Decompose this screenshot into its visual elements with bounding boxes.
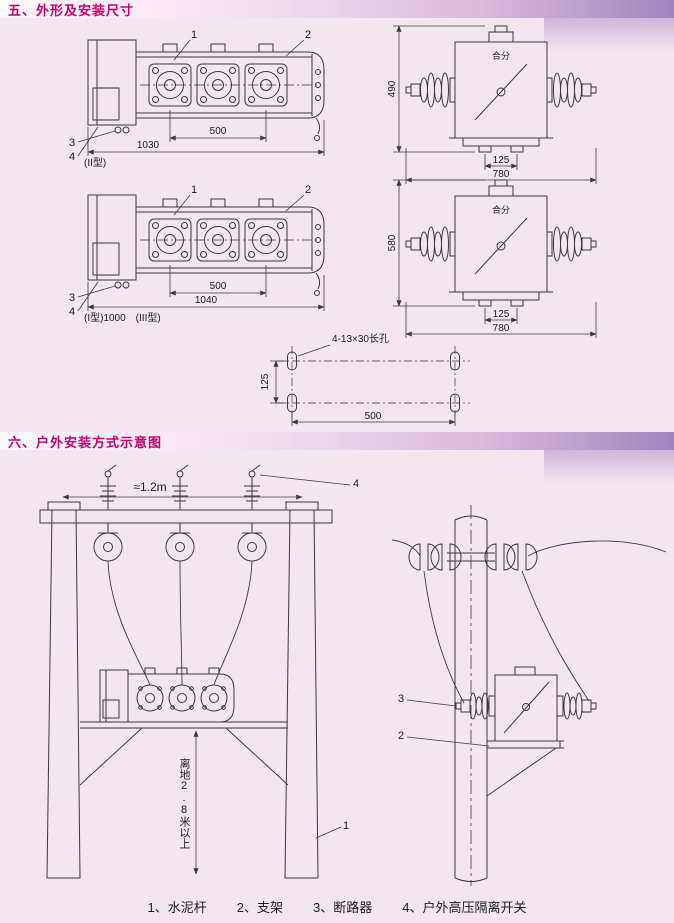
- callout-1-label: 1: [191, 184, 197, 196]
- support-bracket: [486, 740, 564, 797]
- callout-2-label: 2: [305, 184, 311, 196]
- callout-3-label: 3: [398, 693, 404, 705]
- dim-580-label: 580: [387, 234, 398, 251]
- install-drawings-svg: ≈1.2m 4 1 离地2.8米以上: [39, 464, 667, 886]
- breaker-side-mounted: [455, 666, 597, 742]
- dim-780-label: 780: [493, 323, 510, 334]
- callout-3-label: 3: [69, 292, 75, 304]
- dim-780-label: 780: [493, 169, 510, 180]
- outline-drawing-area: 1 2 3 4 500 1030 (II型) 合分 490: [0, 18, 674, 432]
- slotted-hole-note: 4-13×30长孔: [332, 333, 389, 345]
- end-type13-dimension-lines: [393, 179, 597, 338]
- section-header-outline: 五、外形及安装尺寸: [0, 0, 674, 18]
- side-type2-dimension-lines: [77, 39, 325, 157]
- connection-wires: [107, 560, 253, 686]
- drawing-breaker-side-view-type2: 1 2 3 4 500 1030 (II型): [69, 29, 325, 169]
- callout-4-label: 4: [69, 306, 75, 318]
- slotted-holes: [287, 351, 460, 413]
- dim-500-label: 500: [210, 126, 227, 137]
- operation-label: 合分: [492, 204, 510, 215]
- side-view-annotation-lines: [406, 699, 490, 747]
- ground-clearance-note: 离地2.8米以上: [178, 757, 191, 849]
- install-legend: 1、水泥杆 2、支架 3、断路器 4、户外高压隔离开关: [0, 890, 674, 923]
- dim-1030-label: 1030: [137, 140, 160, 151]
- front-view-annotation-lines: [62, 474, 351, 875]
- breaker-side-view-graphic: [88, 195, 324, 296]
- breaker-end-view-graphic: [406, 26, 596, 152]
- legend-item-breaker: 3、断路器: [313, 900, 373, 915]
- callout-2-label: 2: [305, 29, 311, 41]
- dim-125-label: 125: [493, 155, 510, 166]
- dim-1040-label: 1040: [195, 295, 218, 306]
- legend-item-outdoor-disconnect: 4、户外高压隔离开关: [402, 900, 527, 915]
- legend-item-cement-pole: 1、水泥杆: [147, 900, 207, 915]
- drawing-install-front-view: ≈1.2m 4 1 离地2.8米以上: [39, 464, 359, 879]
- callout-4-label: 4: [69, 151, 75, 163]
- breaker-side-view-graphic: [88, 40, 324, 141]
- drawing-mounting-hole-pattern: 4-13×30长孔 125 500: [260, 333, 470, 426]
- dim-500-label: 500: [365, 411, 382, 422]
- breaker-front-mounted: [99, 667, 235, 723]
- overhead-wires: [391, 539, 667, 704]
- side-type13-dimension-lines: [77, 194, 325, 312]
- install-drawing-area: ≈1.2m 4 1 离地2.8米以上: [0, 450, 674, 923]
- legend-item-bracket: 2、支架: [236, 900, 283, 915]
- callout-3-label: 3: [69, 137, 75, 149]
- outline-drawings-svg: 1 2 3 4 500 1030 (II型) 合分 490: [69, 25, 597, 426]
- section-title-install: 六、户外安装方式示意图: [8, 434, 163, 450]
- drawing-breaker-end-view-type13: 合分 580 125 780: [387, 179, 597, 338]
- callout-1-label: 1: [191, 29, 197, 41]
- drawing-breaker-end-view-type2: 合分 490 125 780: [387, 25, 597, 184]
- callout-2-label: 2: [398, 730, 404, 742]
- operation-label: 合分: [492, 50, 510, 61]
- dim-500-label: 500: [210, 281, 227, 292]
- disconnect-switch-units: [93, 464, 267, 562]
- type13-note: (I型)1000 (III型): [84, 311, 161, 324]
- span-dim-label: ≈1.2m: [133, 480, 166, 494]
- breaker-end-view-graphic: [406, 180, 596, 306]
- callout-4-label: 4: [353, 478, 359, 490]
- dim-125-label: 125: [493, 309, 510, 320]
- dim-125-label: 125: [260, 373, 271, 390]
- dim-490-label: 490: [387, 80, 398, 97]
- pole-side: [447, 515, 495, 882]
- drawing-breaker-side-view-type13: 1 2 3 4 500 1040 (I型)1000 (III型): [69, 184, 325, 324]
- callout-1-label: 1: [343, 820, 349, 832]
- type2-note: (II型): [84, 156, 106, 169]
- section-title-outline: 五、外形及安装尺寸: [8, 2, 135, 18]
- drawing-install-side-view: 3 2: [391, 505, 667, 886]
- hole-centerlines: [276, 346, 470, 418]
- insulator-strings: [408, 543, 538, 571]
- section-header-install: 六、户外安装方式示意图: [0, 432, 674, 450]
- hole-dimension-lines: [270, 344, 456, 426]
